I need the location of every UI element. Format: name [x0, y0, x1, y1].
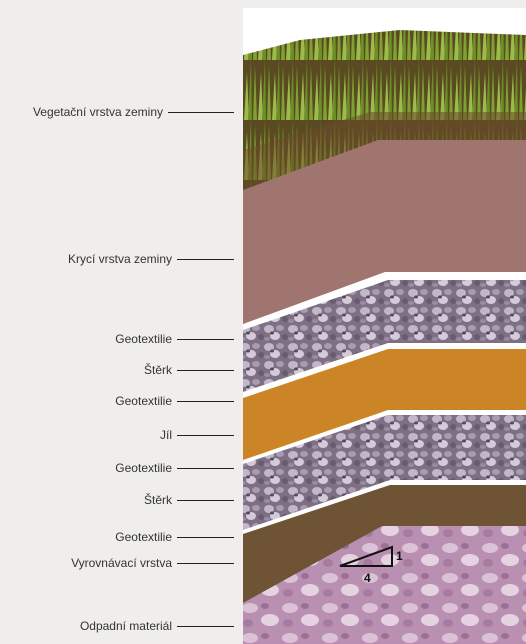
layer-label: Geotextilie	[115, 530, 172, 544]
leader-line	[168, 112, 234, 113]
label-geotextile-3: Geotextilie	[115, 460, 234, 476]
layer-label: Geotextilie	[115, 332, 172, 346]
leader-line	[177, 500, 234, 501]
leader-line	[177, 339, 234, 340]
layer-label: Krycí vrstva zeminy	[68, 252, 172, 266]
leader-line	[177, 537, 234, 538]
layer-label: Vyrovnávací vrstva	[71, 556, 172, 570]
label-geotextile-2: Geotextilie	[115, 393, 234, 409]
layer-label: Štěrk	[144, 493, 172, 507]
label-clay: Jíl	[160, 427, 234, 443]
layer-label: Vegetační vrstva zeminy	[33, 105, 163, 119]
layer-label: Geotextilie	[115, 394, 172, 408]
leader-line	[177, 626, 234, 627]
label-cover-soil: Krycí vrstva zeminy	[68, 251, 234, 267]
label-gravel-1: Štěrk	[144, 362, 234, 378]
label-geotextile-1: Geotextilie	[115, 331, 234, 347]
leader-line	[177, 370, 234, 371]
label-vegetation-soil: Vegetační vrstva zeminy	[33, 104, 234, 120]
label-gravel-2: Štěrk	[144, 492, 234, 508]
layer-label: Odpadní materiál	[80, 619, 172, 633]
layer-label: Štěrk	[144, 363, 172, 377]
leader-line	[177, 563, 234, 564]
leader-line	[177, 435, 234, 436]
layer-label: Jíl	[160, 428, 172, 442]
layer-label: Geotextilie	[115, 461, 172, 475]
label-levelling-layer: Vyrovnávací vrstva	[71, 555, 234, 571]
label-geotextile-4: Geotextilie	[115, 529, 234, 545]
leader-line	[177, 468, 234, 469]
leader-line	[177, 401, 234, 402]
leader-line	[177, 259, 234, 260]
label-waste-material: Odpadní materiál	[80, 618, 234, 634]
